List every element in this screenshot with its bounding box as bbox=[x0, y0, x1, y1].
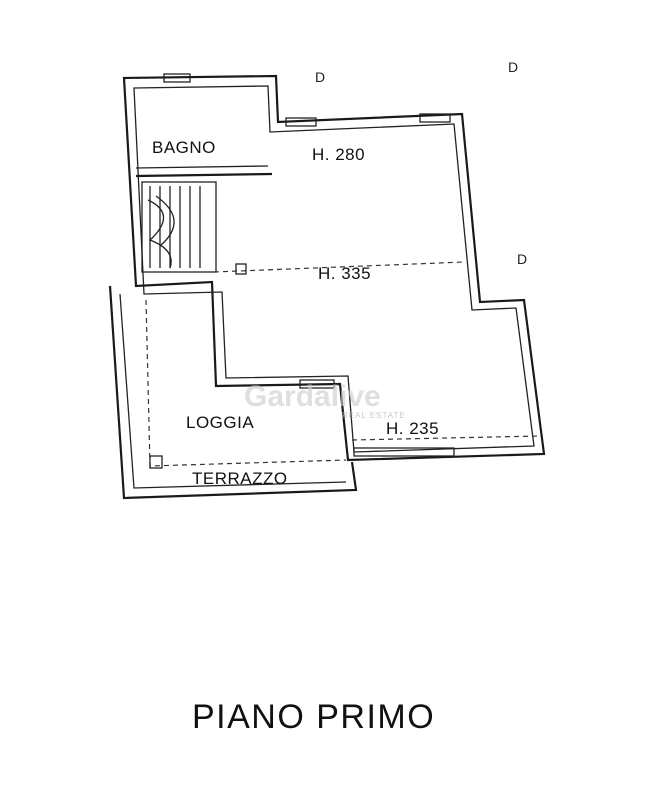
height-line-235 bbox=[351, 435, 541, 441]
height-label-upper: H. 280 bbox=[312, 145, 365, 164]
bagno-partition bbox=[135, 172, 273, 178]
staircase bbox=[141, 181, 217, 273]
floor-title: PIANO PRIMO bbox=[192, 698, 435, 736]
height-label-lower: H. 235 bbox=[386, 419, 439, 438]
outer-wall-inner-line bbox=[133, 85, 535, 453]
window-marks bbox=[149, 73, 455, 469]
height-line-335 bbox=[213, 261, 465, 273]
mark-d-right: D bbox=[517, 251, 527, 267]
mark-d-topright: D bbox=[508, 59, 518, 75]
terrace-inner-line bbox=[119, 293, 347, 489]
bagno-partition-inner bbox=[135, 165, 269, 169]
watermark-tagline: REAL ESTATE bbox=[342, 411, 406, 420]
terrace-outline bbox=[108, 285, 358, 500]
room-label-loggia: LOGGIA bbox=[186, 413, 254, 432]
watermark-brand: Gardalive bbox=[244, 380, 381, 413]
room-label-terrazzo: TERRAZZO bbox=[192, 469, 288, 488]
height-label-middle: H. 335 bbox=[318, 264, 371, 283]
mark-d-top: D bbox=[315, 69, 325, 85]
room-label-bagno: BAGNO bbox=[152, 138, 216, 157]
outer-wall bbox=[122, 74, 546, 462]
